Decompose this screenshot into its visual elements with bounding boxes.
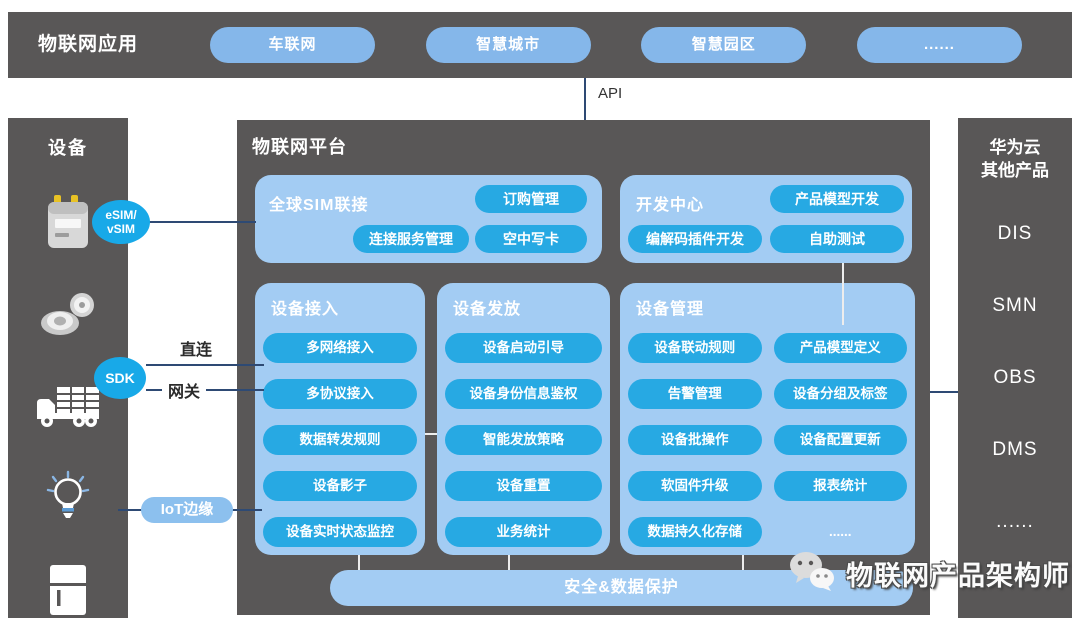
sim-pill-order-management: 订购管理: [475, 185, 587, 213]
huawei-cloud-title-line1: 华为云: [989, 138, 1041, 157]
wechat-icon: [788, 550, 836, 597]
device-access-pills: 多网络接入多协议接入数据转发规则设备影子设备实时状态监控: [263, 333, 417, 547]
watermark: 物联网产品架构师: [788, 550, 1070, 597]
huawei-cloud-title-line2: 其他产品: [981, 161, 1049, 180]
management-security-connector: [742, 555, 744, 571]
huawei-cloud-title: 华为云 其他产品: [958, 118, 1072, 182]
management-pill: 设备联动规则: [628, 333, 762, 363]
dev-pill-codec-plugin: 编解码插件开发: [628, 225, 762, 253]
cloud-product-item: ......: [996, 511, 1034, 532]
provisioning-pill: 智能发放策略: [445, 425, 602, 455]
provisioning-security-connector: [508, 555, 510, 571]
access-pill: 多网络接入: [263, 333, 417, 363]
app-node-iov: 车联网: [210, 27, 375, 63]
provisioning-pill: 业务统计: [445, 517, 602, 547]
provisioning-pill: 设备重置: [445, 471, 602, 501]
access-provisioning-connector: [425, 433, 437, 435]
access-security-connector: [358, 555, 360, 571]
app-node-more: ......: [856, 27, 1022, 63]
direct-connect-label: 直连: [179, 342, 212, 359]
smart-bulb-icon: [45, 452, 91, 544]
management-pill: 设备批操作: [628, 425, 762, 455]
platform-cloud-connector: [930, 391, 958, 393]
iot-platform-panel: 物联网平台 全球SIM联接 订购管理 连接服务管理 空中写卡 开发中心 产品模型…: [237, 120, 930, 615]
gas-meter-icon: [40, 176, 96, 268]
cloud-product-item: SMN: [992, 295, 1038, 316]
esim-badge-line1: eSIM/: [105, 208, 137, 222]
app-node-smart-city: 智慧城市: [425, 27, 591, 63]
sim-pill-ota-write: 空中写卡: [475, 225, 587, 253]
iot-edge-connector-right: [232, 509, 262, 511]
watermark-text: 物联网产品架构师: [846, 561, 1070, 591]
management-pill: 软固件升级: [628, 471, 762, 501]
cloud-product-item: OBS: [993, 367, 1037, 388]
management-pill: 报表统计: [773, 471, 907, 501]
management-pill: 设备分组及标签: [773, 379, 907, 409]
iot-edge-connector-left: [118, 509, 142, 511]
device-management-title: 设备管理: [636, 301, 705, 318]
iot-applications-bar: 物联网应用 车联网 智慧城市 智慧园区 ......: [8, 12, 1072, 78]
management-pill: 设备配置更新: [773, 425, 907, 455]
sim-pill-connection-service: 连接服务管理: [353, 225, 469, 253]
device-management-box: 设备管理 设备联动规则产品模型定义告警管理设备分组及标签设备批操作设备配置更新软…: [620, 283, 915, 555]
iot-platform-title: 物联网平台: [252, 137, 347, 157]
devcenter-management-connector: [842, 263, 844, 325]
iot-edge-pill: IoT边缘: [141, 497, 233, 523]
management-pill: ......: [828, 524, 852, 539]
management-pill: 产品模型定义: [773, 333, 907, 363]
cloud-product-item: DMS: [992, 439, 1038, 460]
management-pill: 数据持久化存储: [628, 517, 762, 547]
device-provisioning-box: 设备发放 设备启动引导设备身份信息鉴权智能发放策略设备重置业务统计: [437, 283, 610, 555]
dev-center-title: 开发中心: [636, 197, 705, 214]
management-pill: 告警管理: [628, 379, 762, 409]
access-pill: 数据转发规则: [263, 425, 417, 455]
device-access-box: 设备接入 多网络接入多协议接入数据转发规则设备影子设备实时状态监控: [255, 283, 425, 555]
esim-connector-line: [148, 221, 256, 223]
global-sim-title: 全球SIM联接: [269, 197, 369, 214]
huawei-cloud-panel: 华为云 其他产品 DIS SMN OBS DMS......: [958, 118, 1072, 618]
dev-center-box: 开发中心 产品模型开发 编解码插件开发 自助测试: [620, 175, 912, 263]
access-pill: 多协议接入: [263, 379, 417, 409]
esim-vsim-badge: eSIM/ vSIM: [92, 200, 150, 244]
device-management-pills: 设备联动规则产品模型定义告警管理设备分组及标签设备批操作设备配置更新软固件升级报…: [628, 333, 907, 547]
app-node-smart-campus: 智慧园区: [641, 27, 807, 63]
global-sim-box: 全球SIM联接 订购管理 连接服务管理 空中写卡: [255, 175, 602, 263]
cloud-product-item: DIS: [997, 223, 1033, 244]
device-access-title: 设备接入: [271, 301, 340, 318]
api-connector-line: [584, 78, 586, 120]
access-pill: 设备实时状态监控: [263, 517, 417, 547]
fridge-icon: [48, 544, 88, 625]
dev-pill-self-test: 自助测试: [770, 225, 904, 253]
api-label: API: [598, 85, 623, 102]
dev-pill-product-model: 产品模型开发: [770, 185, 904, 213]
sdk-badge: SDK: [94, 357, 146, 399]
iot-applications-title: 物联网应用: [38, 34, 139, 55]
provisioning-pill: 设备启动引导: [445, 333, 602, 363]
access-pill: 设备影子: [263, 471, 417, 501]
water-meter-icon: [38, 268, 98, 360]
direct-connector-line: [146, 364, 264, 366]
devices-title: 设备: [48, 138, 88, 158]
gateway-label: 网关: [162, 378, 207, 402]
device-icon-list: [8, 176, 128, 625]
application-button-row: 车联网 智慧城市 智慧园区 ......: [210, 27, 1022, 63]
truck-icon: [35, 360, 101, 452]
provisioning-pill: 设备身份信息鉴权: [445, 379, 602, 409]
cloud-product-list: DIS SMN OBS DMS......: [958, 222, 1072, 582]
device-provisioning-title: 设备发放: [453, 301, 522, 318]
esim-badge-line2: vSIM: [106, 222, 135, 236]
device-provisioning-pills: 设备启动引导设备身份信息鉴权智能发放策略设备重置业务统计: [445, 333, 602, 547]
